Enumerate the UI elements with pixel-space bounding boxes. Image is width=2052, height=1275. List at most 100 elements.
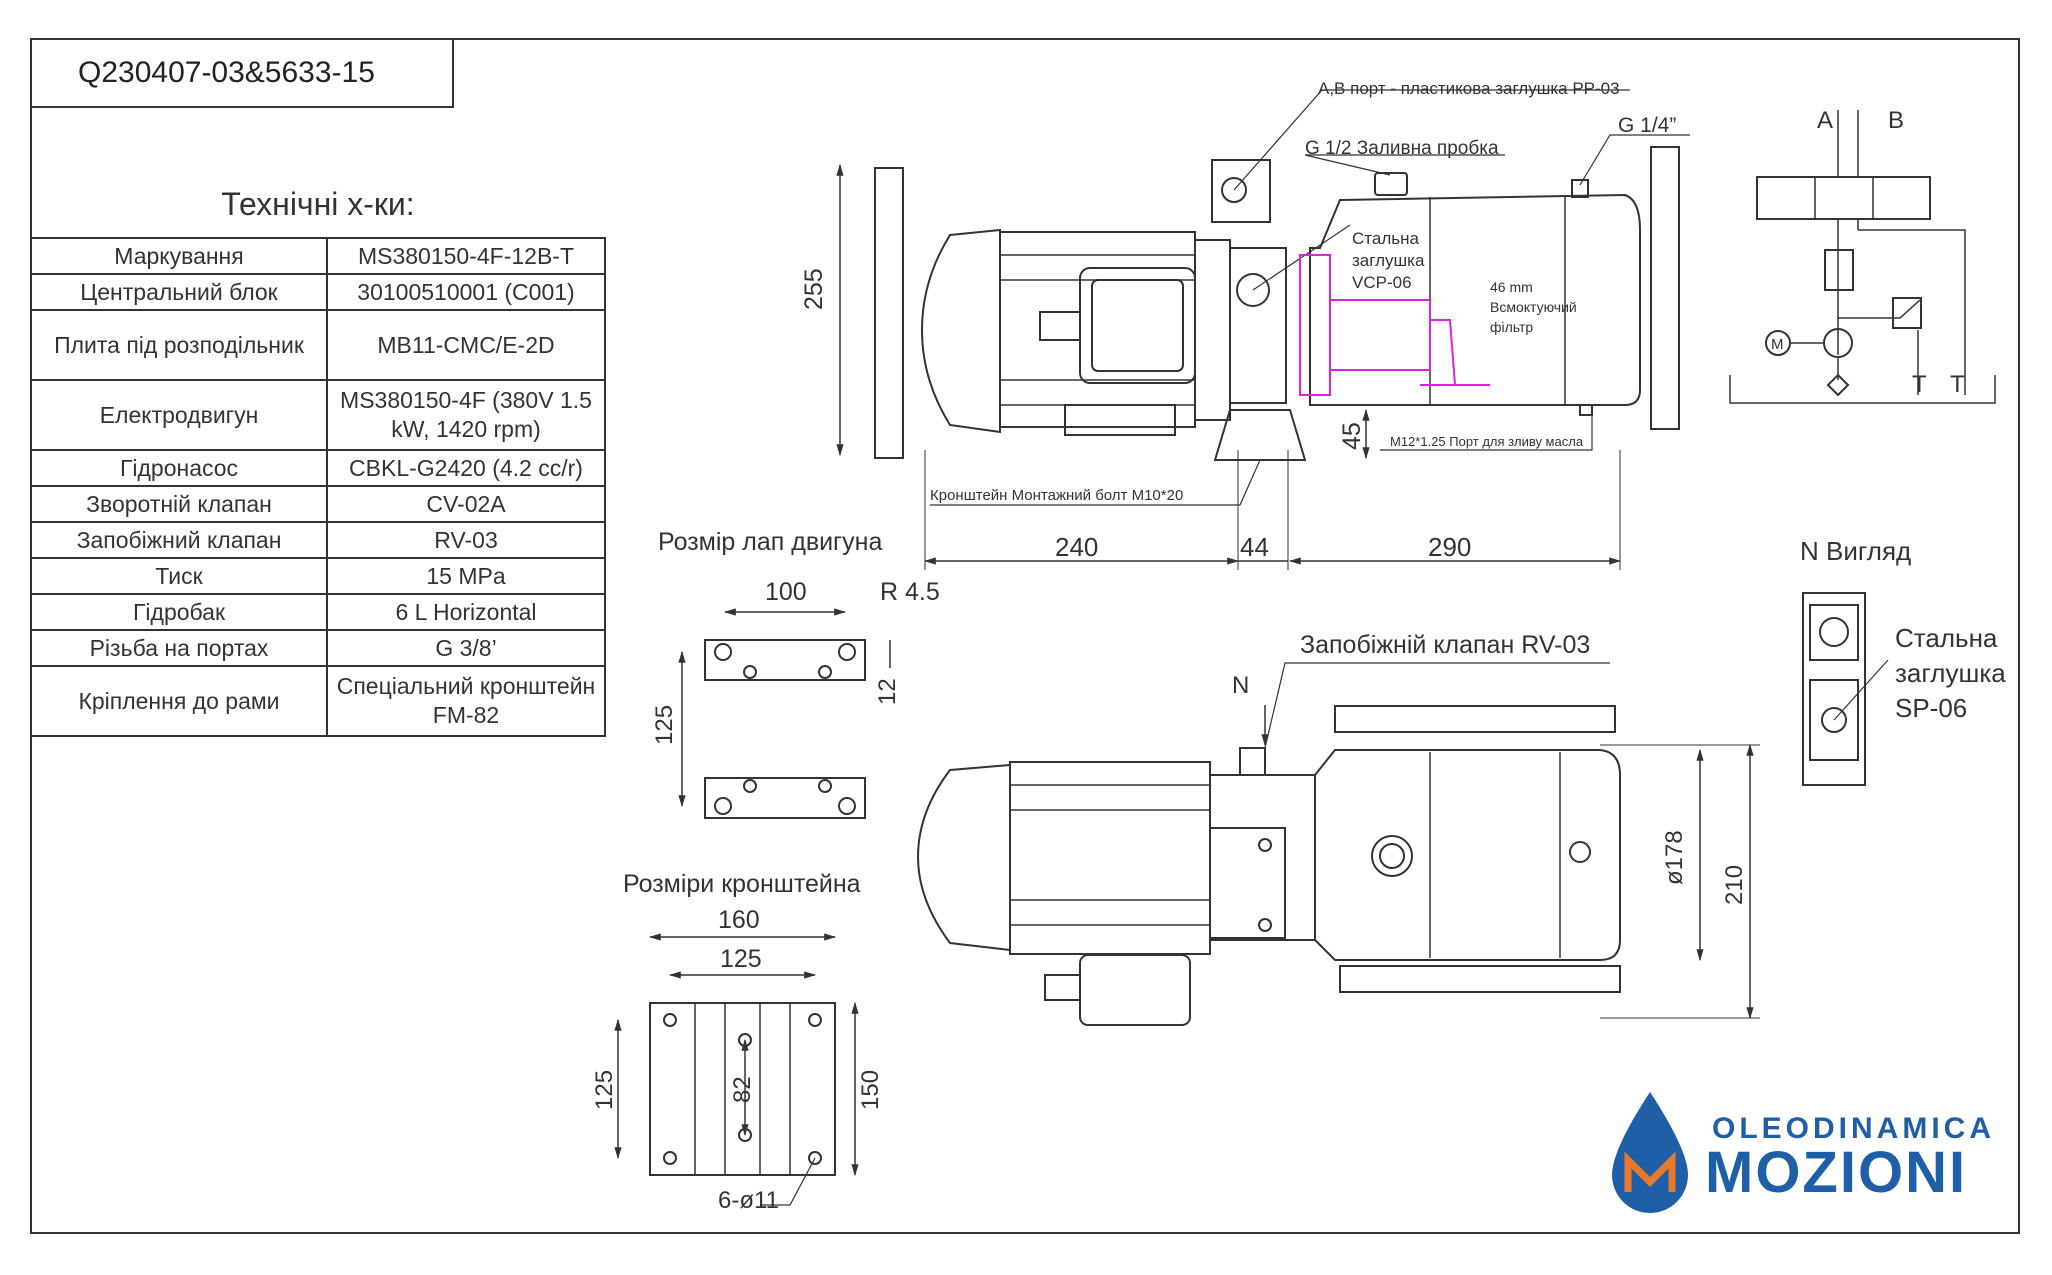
relief-valve-top — [1239, 747, 1266, 776]
g14-port — [1571, 179, 1589, 198]
label-motor-m: M — [1771, 336, 1784, 353]
spec-value: RV-03 — [326, 521, 606, 559]
spec-key: Запобіжний клапан — [30, 521, 328, 559]
label-filter-2: Всмоктуючий — [1490, 299, 1577, 315]
dim-125-bracket-width: 125 — [720, 945, 762, 973]
spec-value: CBKL-G2420 (4.2 cc/r) — [326, 449, 606, 487]
label-sp-3: SP-06 — [1895, 693, 1967, 723]
dim-150: 150 — [857, 1070, 884, 1110]
spec-value: Спеціальний кронштейн FM-82 — [326, 665, 606, 737]
label-sp-2: заглушка — [1895, 658, 2006, 688]
spec-value: 15 MPa — [326, 557, 606, 595]
label-g14: G 1/4” — [1618, 114, 1676, 137]
label-sp-1: Стальна — [1895, 623, 1998, 653]
spec-value: MS380150-4F (380V 1.5 kW, 1420 rpm) — [326, 379, 606, 451]
mount-bracket — [1213, 409, 1307, 461]
center-block — [1229, 247, 1287, 404]
dim-255: 255 — [800, 268, 828, 310]
dim-240: 240 — [1055, 532, 1098, 562]
terminal-box — [1079, 267, 1196, 384]
motor-body — [999, 231, 1196, 428]
label-motor-feet: Розмір лап двигуна — [658, 528, 882, 556]
check-valve-symbol — [1824, 249, 1854, 291]
filter-symbol — [1826, 373, 1850, 397]
top-view — [916, 662, 1760, 1026]
cable-gland — [1039, 311, 1081, 341]
spec-key: Кріплення до рами — [30, 665, 328, 737]
spec-value: MS380150-4F-12B-T — [326, 237, 606, 275]
dim-178: ø178 — [1661, 830, 1688, 885]
spec-value: MB11-CMC/E-2D — [326, 309, 606, 381]
label-holes: 6-ø11 — [718, 1187, 779, 1214]
dim-45: 45 — [1338, 422, 1366, 450]
drain-port — [1579, 404, 1593, 416]
dim-12: 12 — [874, 678, 901, 705]
spec-key: Гідронасос — [30, 449, 328, 487]
ab-port-block — [1211, 159, 1271, 223]
center-block-top — [1209, 774, 1316, 941]
terminal-box-top — [1079, 954, 1191, 1026]
label-a: A — [1817, 107, 1833, 134]
hydraulic-schematic — [1729, 110, 1996, 404]
dim-100: 100 — [765, 578, 807, 606]
label-steel-plug-2: заглушка — [1352, 251, 1425, 270]
label-relief-valve: Запобіжній клапан RV-03 — [1300, 631, 1590, 659]
label-bracket-bolt: Кронштейн Монтажний болт M10*20 — [930, 487, 1183, 504]
spec-key: Гідробак — [30, 593, 328, 631]
label-b: B — [1888, 107, 1904, 134]
dim-125-feet: 125 — [651, 705, 678, 745]
motor-fan-cover-top — [916, 763, 1011, 952]
fill-plug — [1374, 172, 1408, 196]
suction-filter — [1299, 254, 1490, 396]
dim-125-bracket-height: 125 — [591, 1070, 618, 1110]
spec-key: Електродвигун — [30, 379, 328, 451]
label-n: N — [1232, 672, 1249, 699]
label-ab-port: A,B порт - пластикова заглушка PP-03 — [1318, 79, 1620, 98]
dim-r45: R 4.5 — [880, 578, 940, 606]
label-filter-3: фільтр — [1490, 319, 1533, 335]
spec-key: Центральний блок — [30, 273, 328, 311]
label-n-view: N Вигляд — [1800, 536, 1911, 566]
motor-feet-detail — [678, 608, 891, 819]
motor-fan-cover — [920, 228, 1001, 434]
n-view — [1802, 592, 1889, 786]
dim-290: 290 — [1428, 532, 1471, 562]
label-t2: T — [1950, 371, 1965, 398]
spec-value: 6 L Horizontal — [326, 593, 606, 631]
dim-44: 44 — [1240, 532, 1269, 562]
spec-key: Плита під розподільник — [30, 309, 328, 381]
logo-drop-icon — [1612, 1092, 1688, 1213]
tank-top — [1314, 749, 1621, 961]
label-filter-1: 46 mm — [1490, 279, 1533, 295]
label-t1: T — [1912, 371, 1927, 398]
ground-strip-left — [874, 167, 904, 459]
label-fill-plug: G 1/2 Заливна пробка — [1305, 138, 1499, 159]
ground-strip-top — [1334, 705, 1616, 733]
spec-value: CV-02A — [326, 485, 606, 523]
side-view — [836, 89, 1690, 570]
dim-210: 210 — [1721, 865, 1748, 905]
motor-foot — [1064, 404, 1176, 436]
ground-strip-right — [1650, 146, 1680, 430]
logo-subtitle: OLEODINAMICA — [1712, 1112, 1995, 1145]
spec-key: Зворотній клапан — [30, 485, 328, 523]
tank-body — [1309, 193, 1641, 406]
fill-plug-top — [1371, 835, 1413, 877]
document-id: Q230407-03&5633-15 — [30, 38, 454, 108]
ground-strip-bottom — [1339, 965, 1621, 993]
spec-value: G 3/8’ — [326, 629, 606, 667]
relief-valve-symbol — [1892, 297, 1922, 329]
label-steel-plug-3: VCP-06 — [1352, 273, 1412, 292]
